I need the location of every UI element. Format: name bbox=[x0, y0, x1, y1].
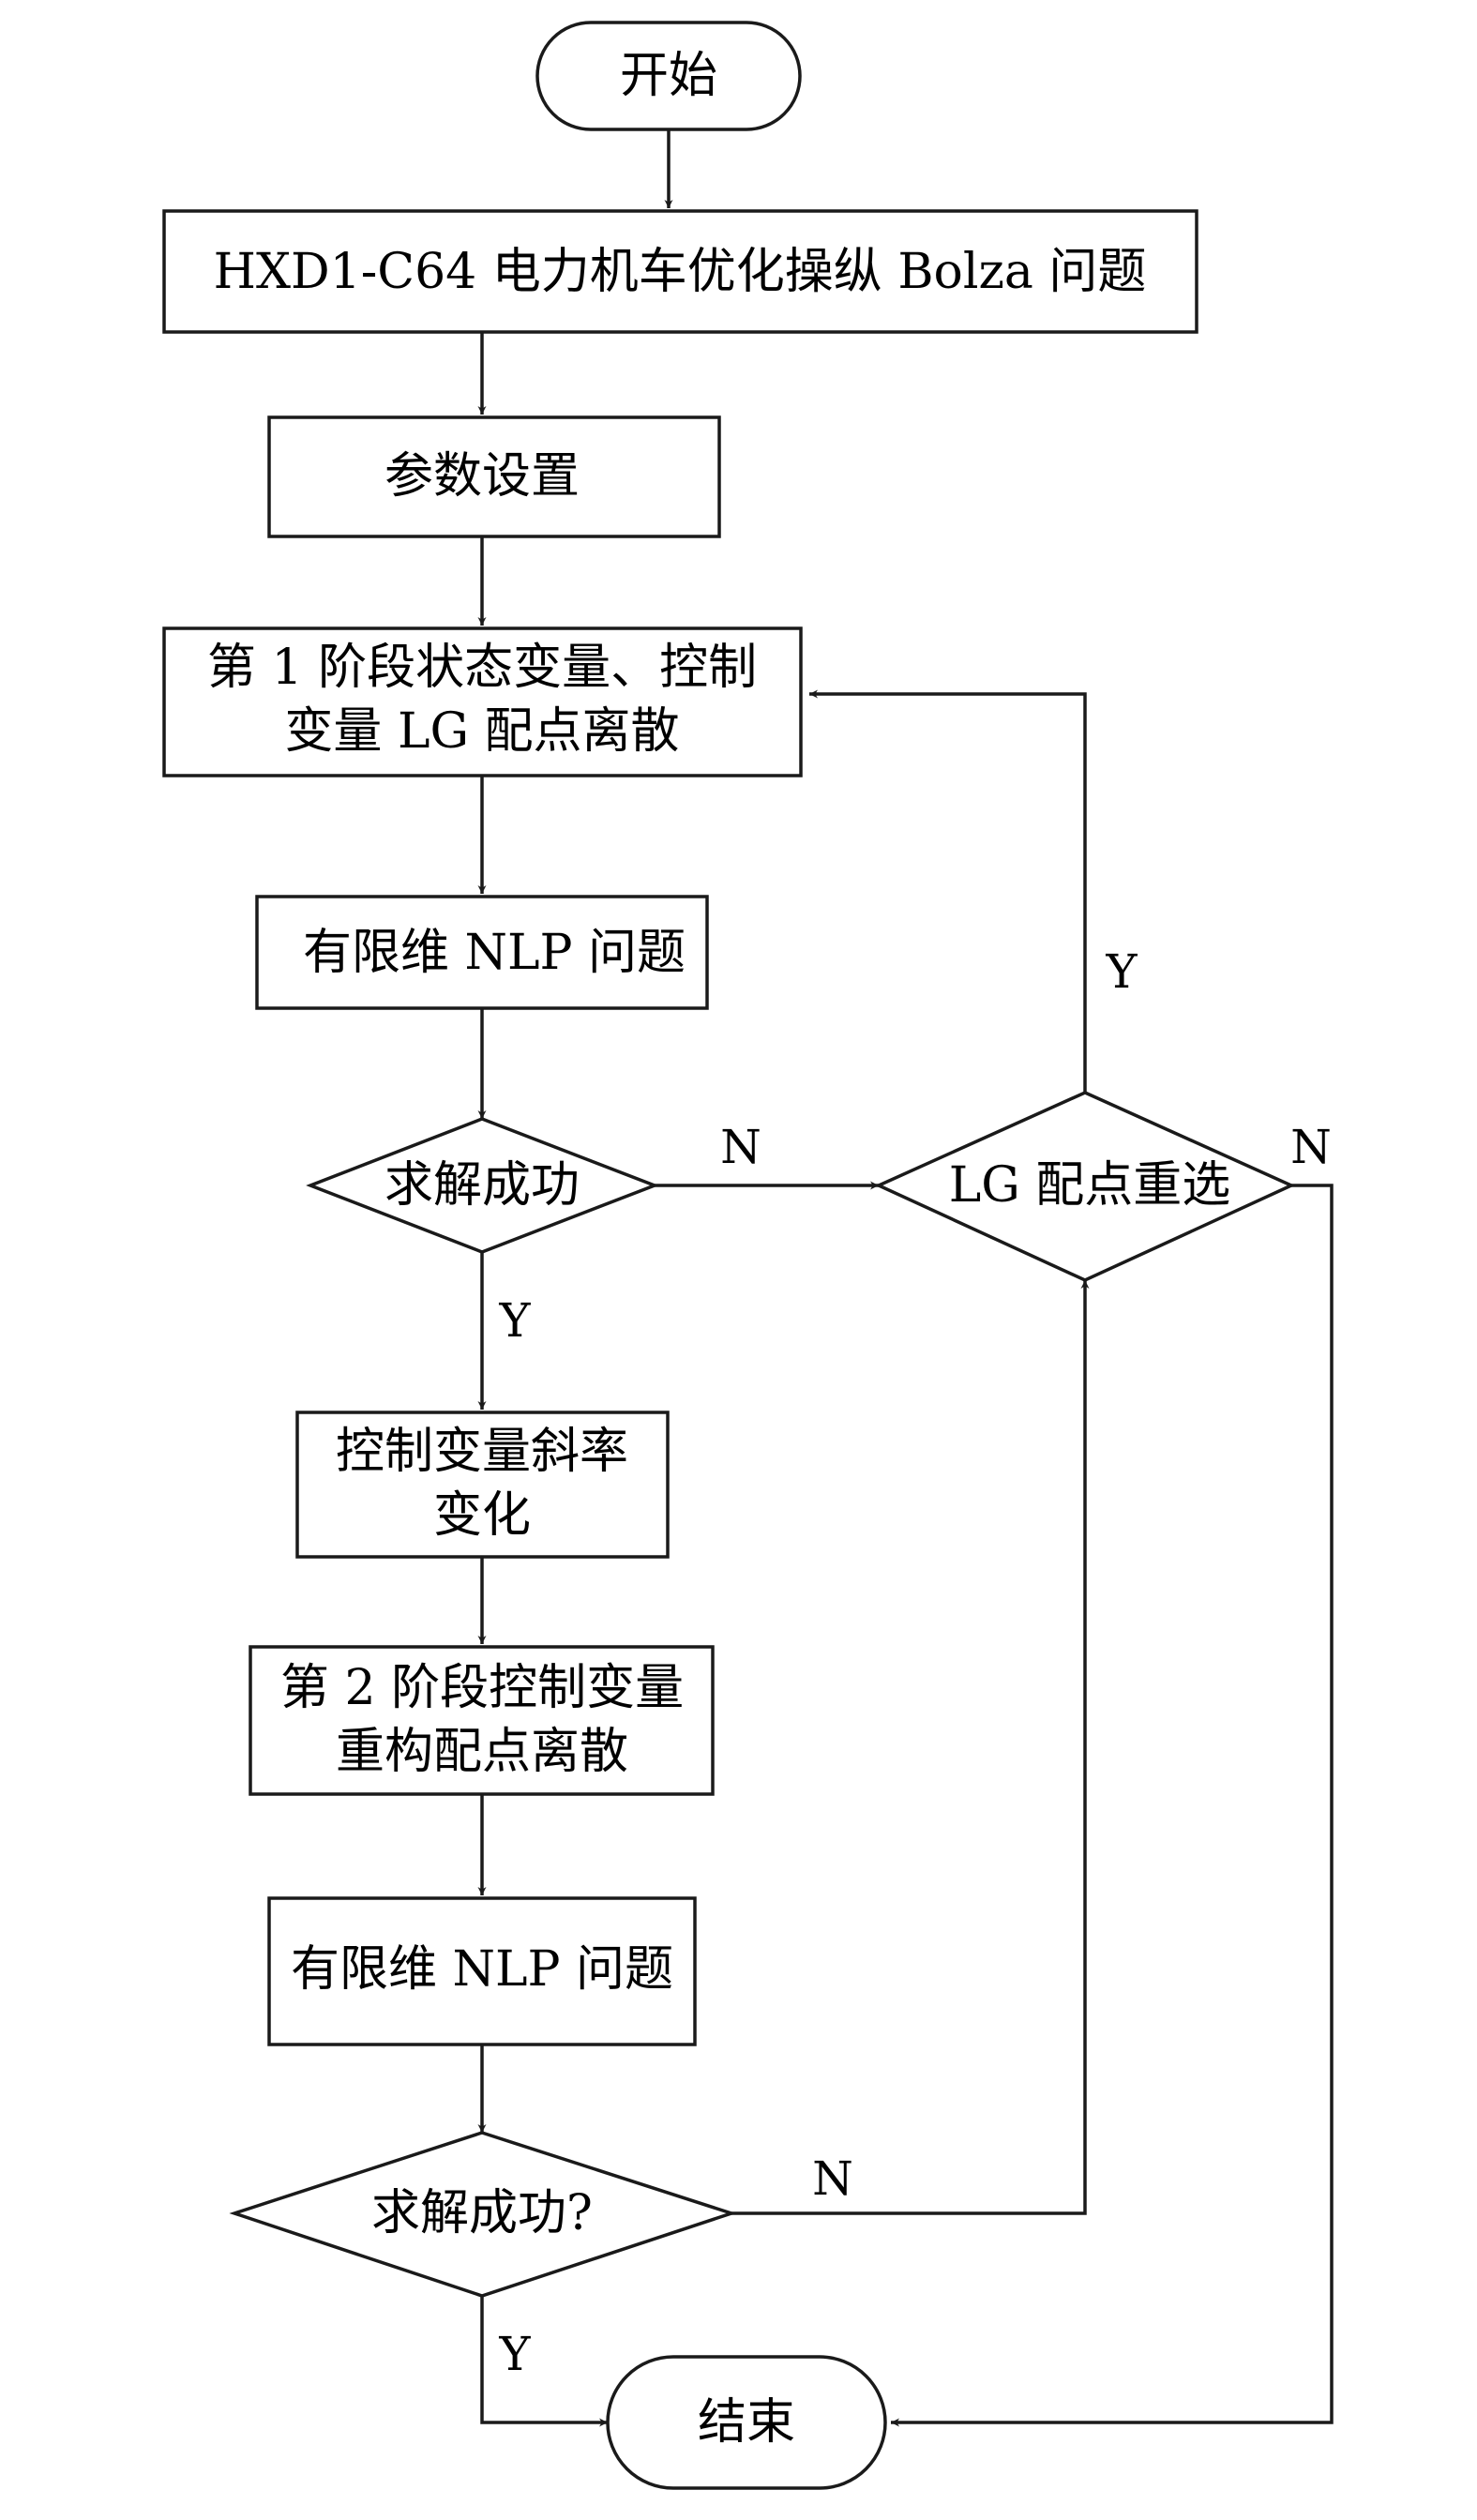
solve1-decision: 求解成功 bbox=[306, 1117, 659, 1254]
stage1-label-line1: 第 1 阶段状态变量、控制 bbox=[207, 640, 757, 696]
edge-reselect-no-to-end bbox=[891, 1184, 1334, 2427]
edge-solve2-yes-to-end bbox=[480, 2296, 608, 2427]
slope-label-line2: 变化 bbox=[433, 1487, 531, 1544]
start-node: 开始 bbox=[535, 21, 802, 131]
problem-label: HXD1-C64 电力机车优化操纵 Bolza 问题 bbox=[214, 244, 1147, 300]
edge-label-solve2-no: N bbox=[812, 2151, 853, 2206]
solve2-label: 求解成功? bbox=[371, 2185, 593, 2241]
start-label: 开始 bbox=[620, 48, 717, 104]
params-box: 参数设置 bbox=[267, 415, 721, 538]
solve1-label: 求解成功 bbox=[384, 1157, 580, 1214]
stage1-box: 第 1 阶段状态变量、控制 变量 LG 配点离散 bbox=[162, 626, 803, 777]
stage2-box: 第 2 阶段控制变量 重构配点离散 bbox=[249, 1645, 715, 1796]
stage2-label-line2: 重构配点离散 bbox=[336, 1724, 628, 1780]
edge-label-reselect-no: N bbox=[1290, 1120, 1332, 1174]
stage2-label-line1: 第 2 阶段控制变量 bbox=[280, 1660, 684, 1716]
edge-label-solve2-yes: Y bbox=[498, 2327, 531, 2381]
problem-box: HXD1-C64 电力机车优化操纵 Bolza 问题 bbox=[162, 209, 1198, 334]
edge-label-reselect-yes: Y bbox=[1105, 944, 1138, 999]
edge-label-solve1-yes: Y bbox=[498, 1293, 531, 1348]
reselect-label: LG 配点重选 bbox=[949, 1157, 1231, 1214]
edge-solve2-no-to-reselect bbox=[731, 1280, 1090, 2215]
nlp2-label: 有限维 NLP 问题 bbox=[291, 1941, 673, 1998]
slope-box: 控制变量斜率 变化 bbox=[295, 1411, 670, 1559]
slope-label-line1: 控制变量斜率 bbox=[336, 1424, 628, 1480]
nlp1-box: 有限维 NLP 问题 bbox=[255, 895, 709, 1010]
reselect-decision: LG 配点重选 bbox=[874, 1091, 1296, 1282]
nlp1-label: 有限维 NLP 问题 bbox=[303, 925, 686, 981]
stage1-label-line2: 变量 LG 配点离散 bbox=[284, 703, 679, 760]
end-label: 结束 bbox=[698, 2394, 795, 2451]
params-label: 参数设置 bbox=[384, 448, 580, 505]
edge-reselect-yes-to-stage1 bbox=[809, 689, 1087, 1093]
edge-label-solve1-no: N bbox=[720, 1120, 761, 1174]
nlp2-box: 有限维 NLP 问题 bbox=[267, 1896, 697, 2046]
end-node: 结束 bbox=[606, 2355, 887, 2490]
solve2-decision: 求解成功? bbox=[229, 2131, 737, 2298]
